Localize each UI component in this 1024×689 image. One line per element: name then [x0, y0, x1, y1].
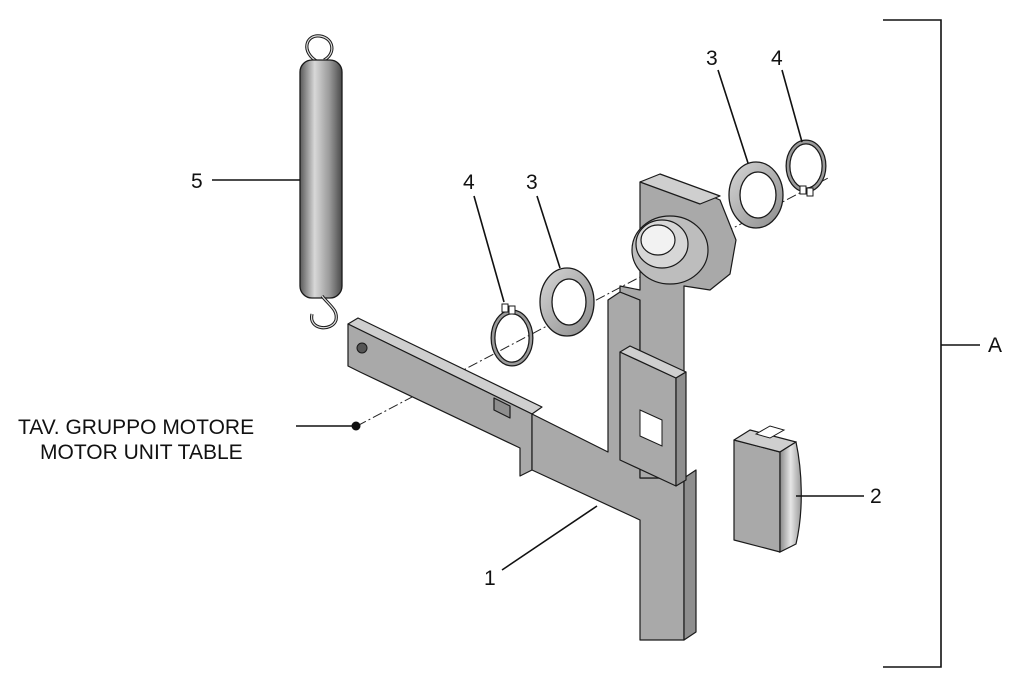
reference-note-line1: TAV. GRUPPO MOTORE: [18, 416, 254, 439]
part1-label: 1: [484, 567, 496, 590]
lever-slot-block-side: [675, 371, 687, 487]
assembly-bracket: A: [883, 19, 1002, 668]
lever-upper-arm-top: [639, 173, 721, 205]
reference-note-line2: MOTOR UNIT TABLE: [40, 441, 243, 464]
slide-pad-slot: [754, 425, 786, 439]
part1-leader: [501, 505, 598, 571]
spring-coil-body: [299, 59, 343, 299]
pivot-bore: [640, 224, 676, 256]
circlip-left: 4: [463, 171, 534, 367]
part2-label: 2: [870, 485, 882, 508]
washer-right: 3: [706, 47, 784, 229]
part4-left-label: 4: [463, 171, 475, 194]
circlip-right: 4: [771, 47, 827, 197]
circlip-right-lug-b: [806, 187, 814, 197]
slide-pad: 2: [733, 425, 882, 553]
lever-arm-hole: [356, 342, 368, 354]
washer-right-hole: [739, 171, 777, 219]
lever-main-plate-edge: [683, 469, 697, 641]
part4-right-leader: [781, 69, 803, 143]
lever-arm: 1: [347, 173, 737, 641]
part4-right-label: 4: [771, 47, 783, 70]
tension-spring: 5: [191, 34, 343, 330]
lever-slot-opening: [639, 409, 663, 447]
lever-arm-notch: [493, 397, 511, 419]
assembly-label: A: [988, 334, 1002, 357]
part5-label: 5: [191, 170, 203, 193]
slide-pad-face: [779, 441, 802, 553]
circlip-right-lug-a: [799, 185, 807, 195]
washer-left: 3: [526, 171, 595, 337]
circlip-left-lug-b: [508, 305, 516, 315]
reference-leader-dot: [351, 421, 361, 431]
part3-right-leader: [717, 69, 749, 164]
reference-note: TAV. GRUPPO MOTORE MOTOR UNIT TABLE: [18, 416, 361, 464]
part4-left-leader: [473, 195, 505, 303]
washer-left-hole: [551, 278, 587, 326]
slide-pad-body: [733, 439, 781, 553]
spring-bottom-hook: [310, 294, 338, 330]
lever-arm-face: [347, 323, 533, 477]
part3-left-leader: [536, 195, 561, 269]
part3-right-label: 3: [706, 47, 718, 70]
part3-left-label: 3: [526, 171, 538, 194]
assembly-bracket-line: [883, 19, 942, 668]
circlip-left-lug-a: [501, 303, 509, 313]
